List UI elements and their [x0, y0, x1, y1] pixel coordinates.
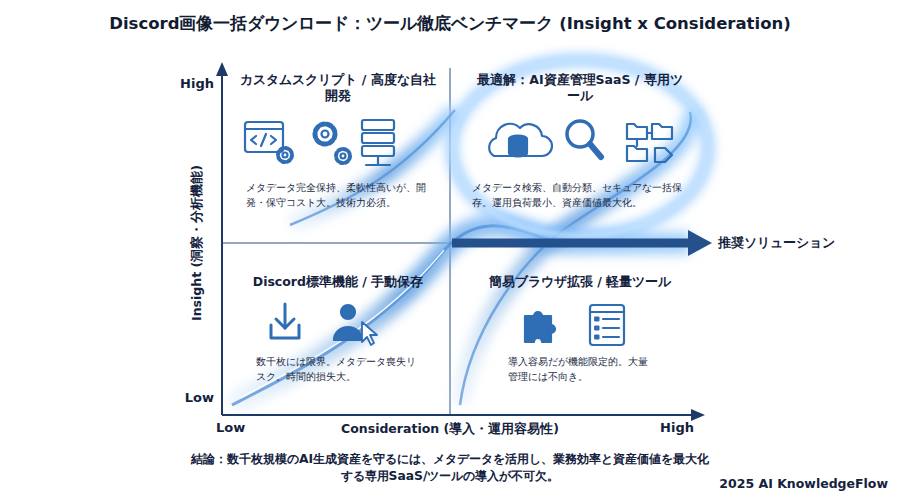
recommend-arrow	[452, 230, 712, 256]
diagram-title: Discord画像一括ダウンロード：ツール徹底ベンチマーク (Insight x…	[0, 13, 900, 35]
list-line	[603, 327, 619, 329]
quadrant-region: カスタムスクリプト / 高度な自社開発メタデータ完全保持、柔軟性高いが、開発・保…	[232, 72, 444, 232]
quadrant-region: 最適解：AI資産管理SaaS / 専用ツールメタデータ検索、自動分類、セキュアな…	[468, 72, 692, 232]
cloud-shape	[489, 124, 552, 156]
folder-link	[636, 139, 638, 146]
puzzle-piece	[525, 312, 555, 342]
quadrant-region: 簡易ブラウザ拡張 / 軽量ツール導入容易だが機能限定的。大量管理には不向き。	[468, 274, 692, 410]
gears-icon	[315, 124, 350, 163]
download-tray	[271, 325, 299, 338]
folder-link	[647, 132, 652, 134]
server-icon	[362, 120, 394, 165]
conclusion-caption: 結論：数千枚規模のAI生成資産を守るには、メタデータを活用し、業務効率と資産価値…	[190, 451, 710, 485]
database-shape	[509, 139, 527, 157]
list-line	[603, 336, 619, 338]
folder-shape	[627, 146, 647, 161]
list-bullet	[595, 317, 599, 321]
axis-tick-label: Low	[216, 420, 256, 436]
quadrant-heading: カスタムスクリプト / 高度な自社開発	[232, 72, 444, 104]
server-unit	[362, 133, 394, 143]
ellipse-glow	[452, 60, 708, 236]
axis-tick-label: High	[170, 76, 214, 92]
code-icon	[245, 122, 292, 162]
tag-shape	[655, 148, 672, 162]
axis-title: Consideration (導入・運用容易性)	[300, 421, 600, 437]
gear-icon	[322, 131, 329, 138]
gear-icon	[315, 124, 335, 144]
magnifier-handle	[590, 144, 601, 157]
quadrant-heading: Discord標準機能 / 手動保存	[232, 274, 444, 290]
quadrant-description: 導入容易だが機能限定的。大量管理には不向き。	[468, 354, 692, 384]
list-document	[590, 311, 624, 313]
gear-icon	[278, 148, 292, 162]
arrow-label: 推奨ソリューション	[718, 235, 888, 251]
download-icon	[271, 304, 299, 338]
download-arrow	[276, 319, 294, 328]
download-arrow	[284, 304, 287, 328]
quadrant-description: メタデータ完全保持、柔軟性高いが、開発・保守コスト大。技術力必須。	[232, 180, 444, 210]
folder-shape	[652, 124, 672, 139]
code-symbol	[251, 136, 256, 144]
axis-arrowhead	[691, 409, 705, 421]
watermark: 2025 AI KnowledgeFlow	[700, 476, 888, 492]
axis-tick-label: High	[650, 420, 694, 436]
list-document	[590, 305, 624, 345]
gear-icon	[341, 154, 346, 159]
axis-title: Insight (洞察・分析機能)	[189, 143, 205, 343]
server-unit	[362, 146, 394, 156]
cloud-database-icon	[489, 124, 552, 157]
ellipse-line	[452, 60, 708, 236]
arrow-shaft	[452, 239, 692, 248]
code-window	[245, 128, 283, 130]
quadrant-region: Discord標準機能 / 手動保存数千枚には限界。メタデータ喪失リスク。時間的…	[232, 274, 444, 410]
arrow-head	[688, 230, 712, 256]
person-body	[334, 327, 362, 340]
list-bullet	[595, 335, 599, 339]
code-symbol	[261, 134, 266, 146]
server-cable	[366, 164, 390, 166]
list-icon	[590, 305, 624, 345]
cursor-icon	[362, 322, 377, 345]
person-head	[341, 305, 355, 319]
folder-shape	[627, 124, 647, 139]
gear-icon	[336, 149, 350, 163]
axes	[216, 62, 705, 421]
puzzle-icon	[525, 312, 555, 342]
gear-icon	[283, 153, 288, 158]
server-unit	[362, 120, 394, 130]
highlight-ellipse	[452, 60, 708, 236]
quadrant-heading: 最適解：AI資産管理SaaS / 専用ツール	[468, 72, 692, 104]
code-symbol	[271, 136, 276, 144]
quadrant-heading: 簡易ブラウザ拡張 / 軽量ツール	[468, 274, 692, 290]
server-cable	[377, 156, 379, 165]
folders-icon	[627, 124, 672, 162]
code-window	[245, 122, 283, 152]
person-icon	[334, 305, 377, 345]
icons	[245, 120, 672, 345]
quadrant-description: メタデータ検索、自動分類、セキュアな一括保存。運用負荷最小、資産価値最大化。	[468, 180, 692, 210]
y-axis	[221, 74, 223, 415]
list-bullet	[595, 326, 599, 330]
axis-arrowhead	[216, 62, 228, 76]
quadrant-description: 数千枚には限界。メタデータ喪失リスク。時間的損失大。	[232, 354, 444, 384]
magnifier-icon	[567, 121, 601, 157]
x-axis	[222, 414, 693, 416]
list-line	[603, 318, 619, 320]
axis-tick-label: Low	[170, 390, 214, 406]
